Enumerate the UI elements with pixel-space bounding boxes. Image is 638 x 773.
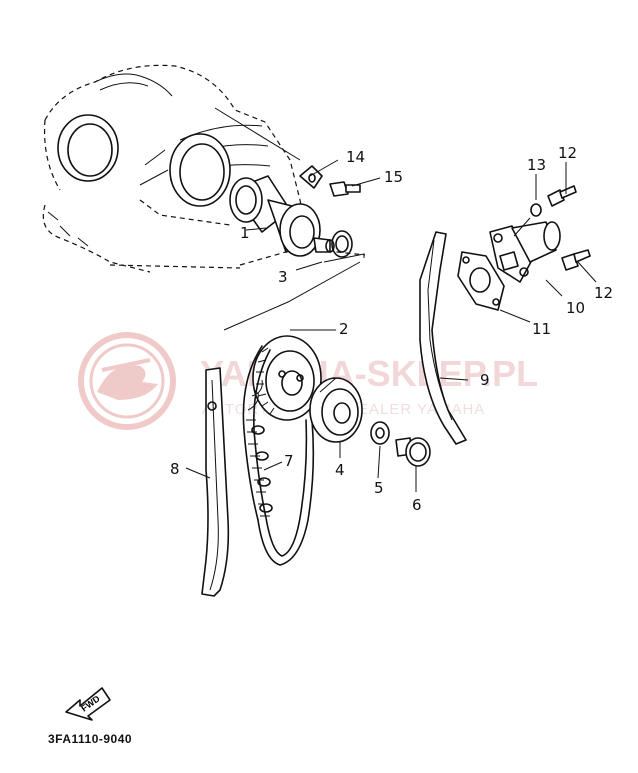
tensioner-gasket [457,251,505,311]
tensioner-assembly [489,221,561,283]
watermark-logo [78,332,176,430]
camshaft-bore [169,133,231,207]
callout-8: 8 [170,460,180,478]
tensioner-guide [419,231,467,445]
callout-4: 4 [335,461,345,479]
callout-1: 1 [240,224,250,242]
camshaft [229,175,335,257]
exhaust-port [57,114,119,182]
cam-sprocket [252,335,322,421]
callout-2: 2 [339,320,349,338]
callout-14: 14 [346,148,365,166]
callout-5: 5 [374,479,384,497]
circlip [331,230,353,258]
diagram-code: 3FA1110-9040 [48,732,132,746]
callout-12-top: 12 [558,144,577,162]
callout-3: 3 [278,268,288,286]
washer [370,421,390,445]
callout-10: 10 [566,299,585,317]
callout-11: 11 [532,320,551,338]
callouts: 1 2 3 4 5 6 7 8 9 10 11 12 12 13 14 15 [170,144,613,514]
chain-guide [201,367,230,597]
sprocket-bolt [395,437,431,467]
callout-13: 13 [527,156,546,174]
tensioner-bolt-bottom [561,249,591,271]
tensioner-washer [530,203,542,217]
callout-15: 15 [384,168,403,186]
tensioner-bolt-top [547,185,577,207]
callout-9: 9 [480,371,490,389]
lock-washer [299,165,323,189]
leader-lines [185,159,597,492]
fwd-arrow: FWD [65,687,111,721]
callout-12-bottom: 12 [594,284,613,302]
callout-6: 6 [412,496,422,514]
cylinder-head-outline [42,64,366,273]
sprocket-plate [309,377,363,443]
cam-chain [242,345,315,566]
camshaft-bolt [329,181,361,197]
callout-7: 7 [284,452,294,470]
